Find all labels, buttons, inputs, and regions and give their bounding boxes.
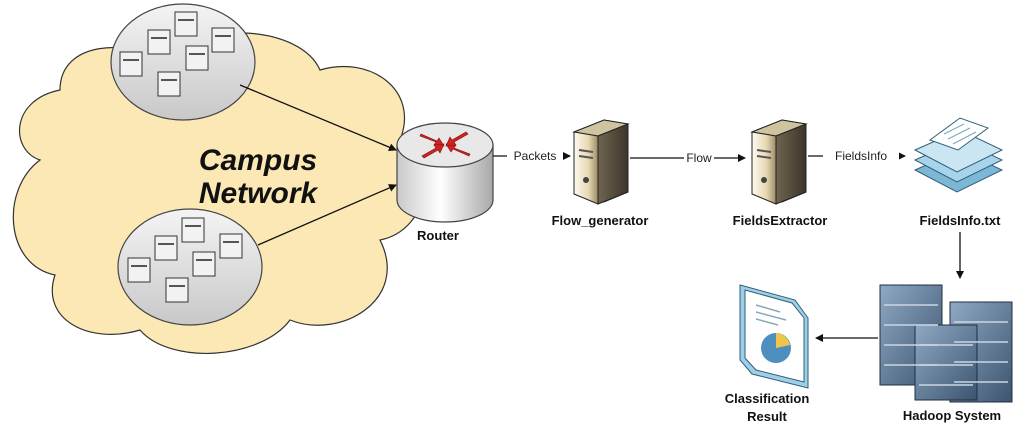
server-cluster-icon	[110, 3, 256, 121]
result-label-line1: Classification	[725, 391, 810, 406]
router-label: Router	[417, 228, 459, 243]
result-label-line2: Result	[747, 409, 787, 424]
edge-label-fieldsinfo: FieldsInfo	[835, 149, 887, 163]
edge-label-packets: Packets	[514, 149, 557, 163]
cloud-title-line1: Campus	[199, 144, 317, 177]
hadoop-label: Hadoop System	[903, 408, 1001, 423]
router-icon: Router	[396, 122, 494, 243]
cloud-title-line2: Network	[199, 177, 319, 210]
report-document-icon	[739, 284, 809, 389]
edge-cluster1-router	[239, 84, 397, 151]
server-cluster-icon	[117, 208, 263, 326]
fields-extractor-server-icon	[750, 119, 808, 205]
edge-cluster2-router	[257, 184, 397, 246]
fields-extractor-label: FieldsExtractor	[733, 213, 828, 228]
hadoop-server-rack-icon	[879, 284, 1013, 403]
document-stack-icon	[913, 117, 1004, 193]
edge-label-flow: Flow	[686, 151, 712, 165]
campus-network-cloud: Campus Network	[12, 32, 426, 354]
flow-generator-label: Flow_generator	[552, 213, 649, 228]
flow-generator-server-icon	[572, 119, 630, 205]
fieldsinfo-label: FieldsInfo.txt	[920, 213, 1002, 228]
